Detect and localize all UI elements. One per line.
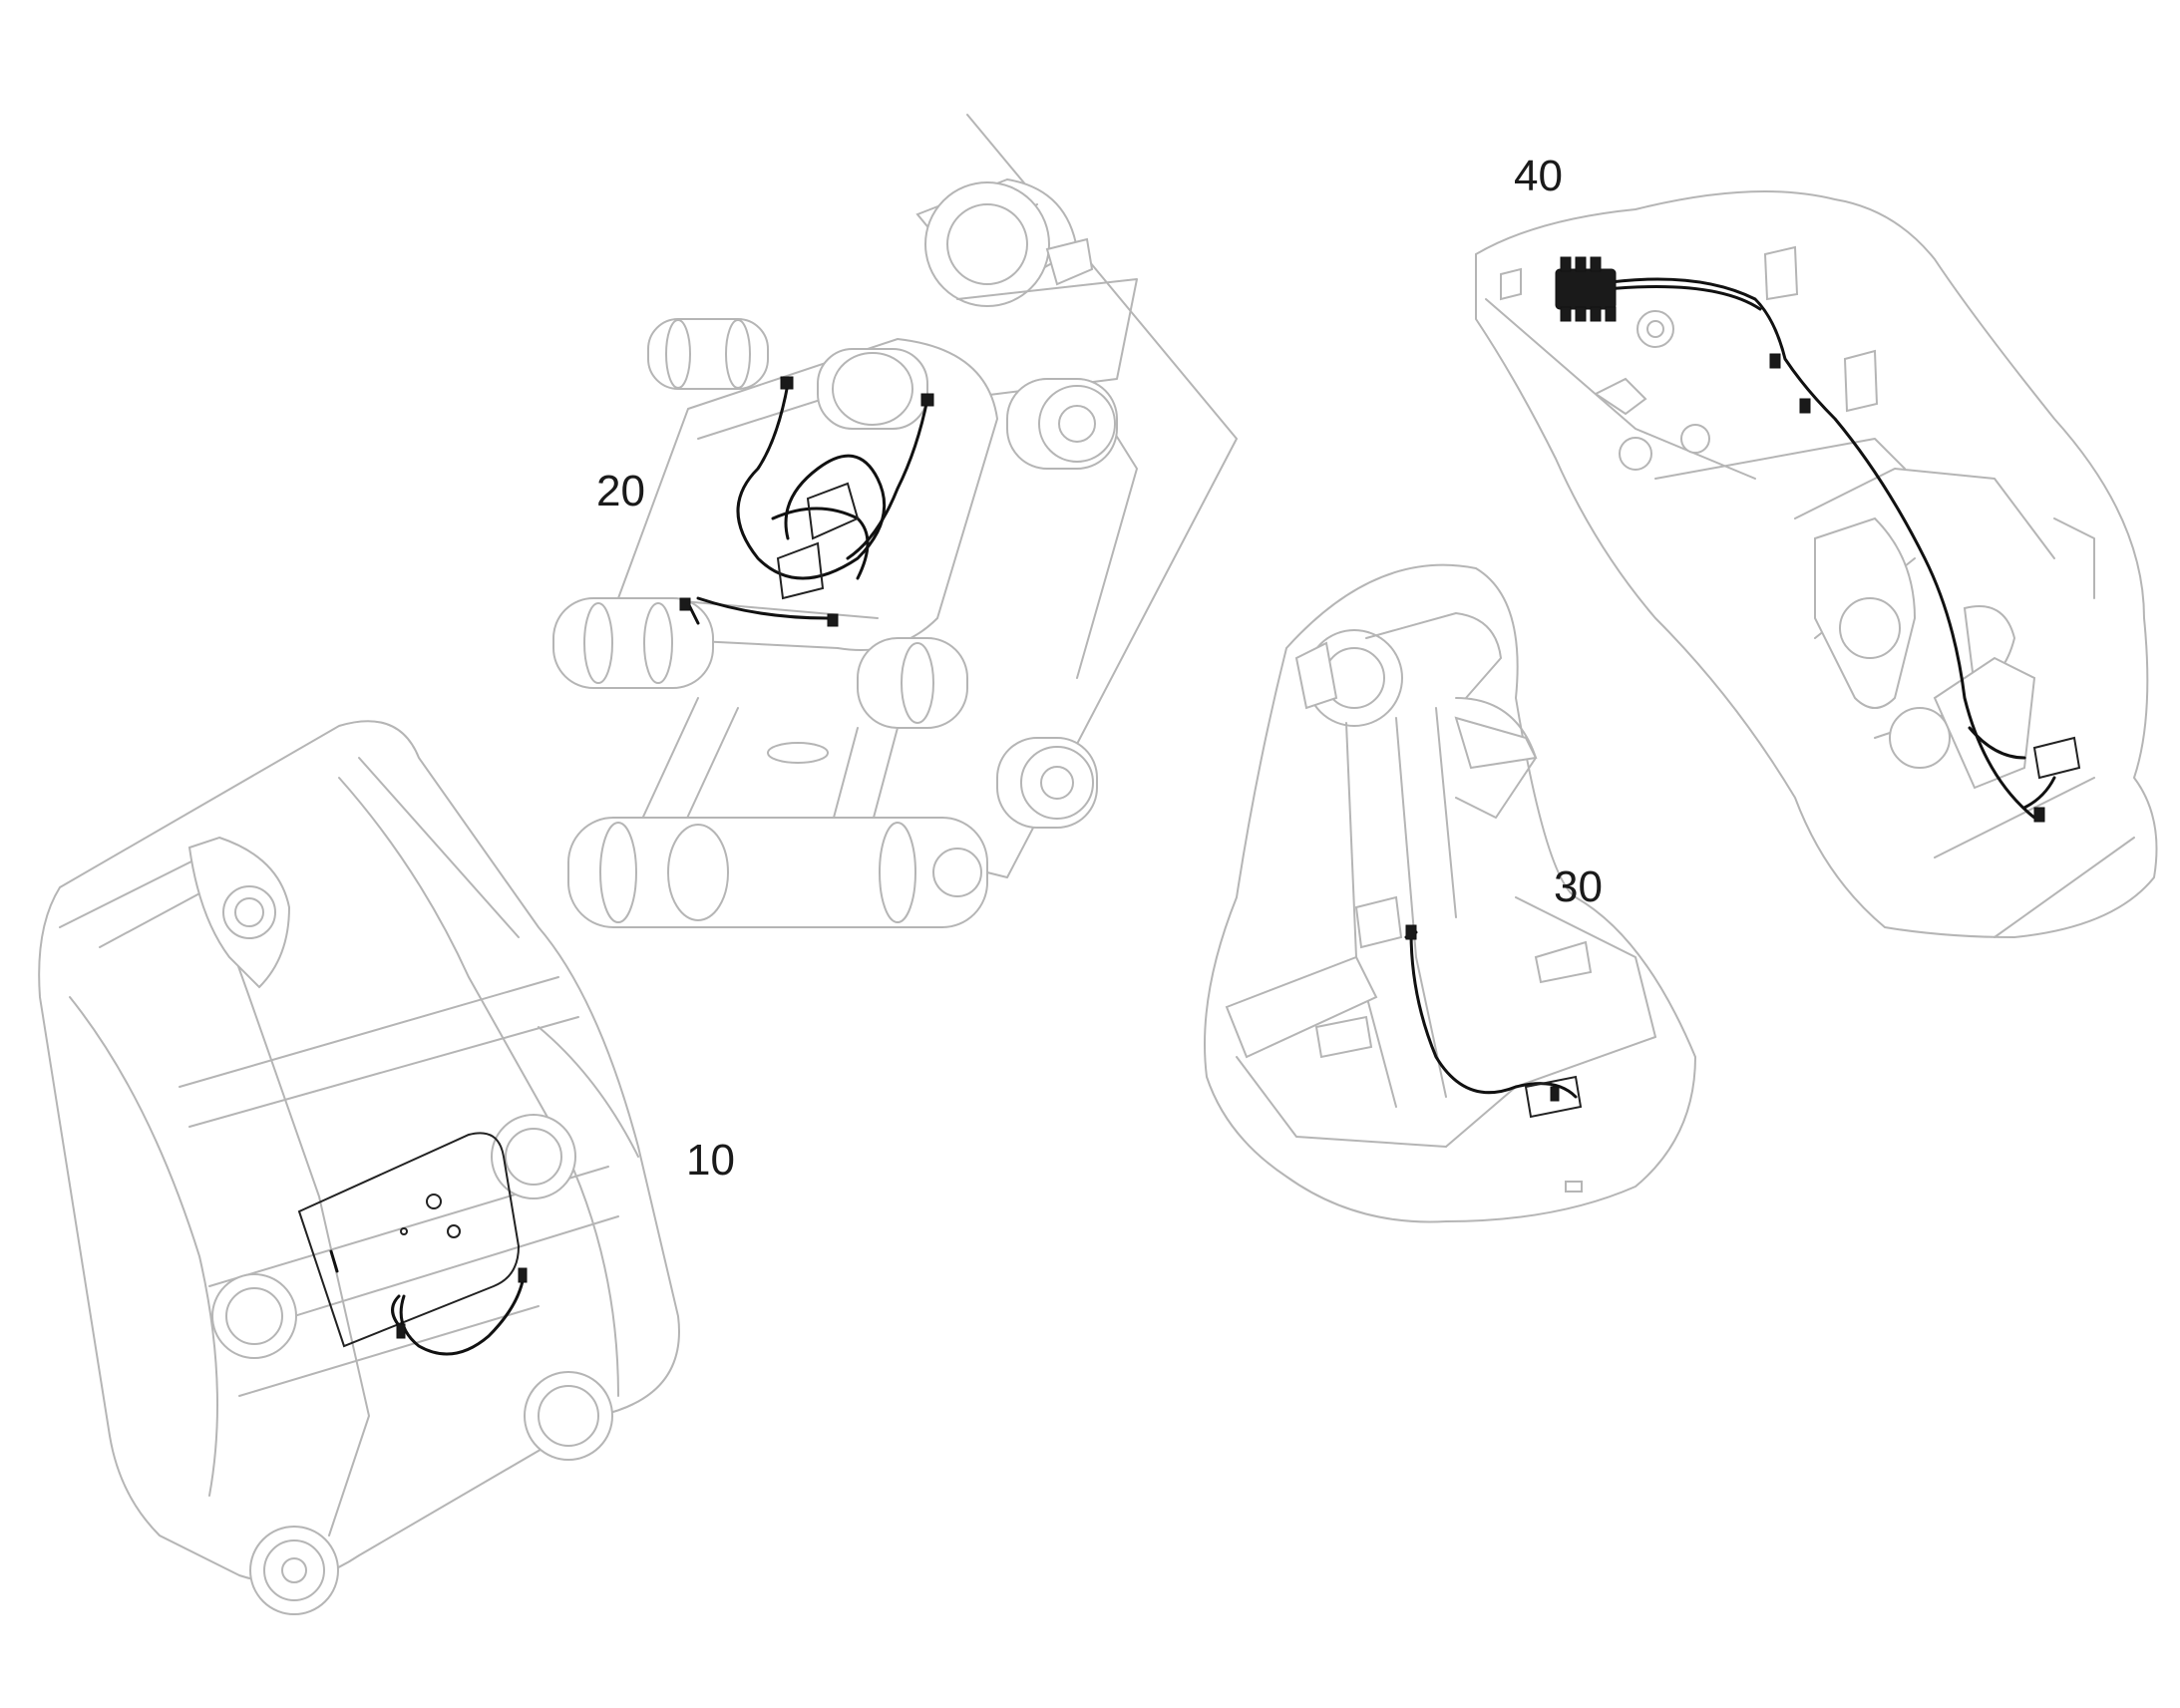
view-40-chassis [1475, 190, 2158, 939]
callout-20: 20 [596, 467, 645, 515]
callout-30: 30 [1554, 862, 1603, 911]
callout-40: 40 [1514, 152, 1563, 200]
view-30-boom [1204, 563, 1697, 1223]
view-10-coupler [38, 720, 680, 1615]
view-20-frame [552, 114, 1238, 928]
callout-10: 10 [686, 1136, 735, 1185]
connector-block-icon [1555, 256, 1617, 322]
